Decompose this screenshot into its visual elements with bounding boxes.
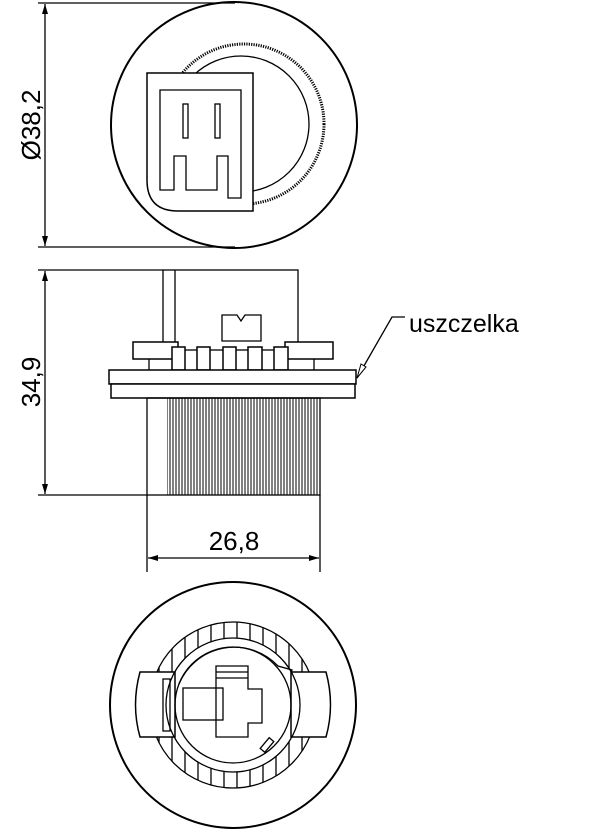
dimension-diameter: Ø38,2	[16, 90, 46, 161]
pin-slot	[182, 103, 189, 139]
locking-ring	[165, 637, 301, 773]
gasket	[110, 383, 356, 399]
outer-flange-circle	[110, 1, 358, 249]
dimension-height: 34,9	[16, 357, 46, 408]
contact-pin	[196, 346, 211, 371]
latch-arc	[178, 646, 293, 685]
contact-pin	[247, 346, 263, 371]
contact-pin	[171, 346, 186, 371]
side-clip	[162, 678, 171, 732]
thread-pattern	[167, 398, 320, 495]
rj-socket-outline	[215, 665, 263, 738]
flange	[108, 369, 357, 385]
socket-body	[162, 269, 299, 351]
bottom-view	[109, 581, 357, 829]
callout-leader	[356, 316, 405, 379]
contact-pin	[222, 346, 237, 371]
ear-right	[290, 671, 332, 738]
callout-gasket-label: uszczelka	[409, 310, 519, 338]
ear-left	[134, 671, 176, 738]
latch-window	[221, 314, 262, 342]
pin-slot	[214, 103, 221, 139]
side-view: 34,9 26,8 uszczelka	[16, 269, 519, 572]
leader-arrow-icon	[356, 363, 367, 379]
side-tab-right	[284, 341, 334, 360]
socket-face	[159, 89, 242, 199]
plug-body	[182, 687, 224, 721]
contact-pin	[273, 346, 289, 371]
outer-flange-circle	[109, 581, 357, 829]
dimension-width: 26,8	[209, 526, 260, 556]
ring-notch	[259, 736, 275, 754]
rib-pattern	[158, 622, 303, 788]
top-view: Ø38,2	[16, 1, 358, 249]
